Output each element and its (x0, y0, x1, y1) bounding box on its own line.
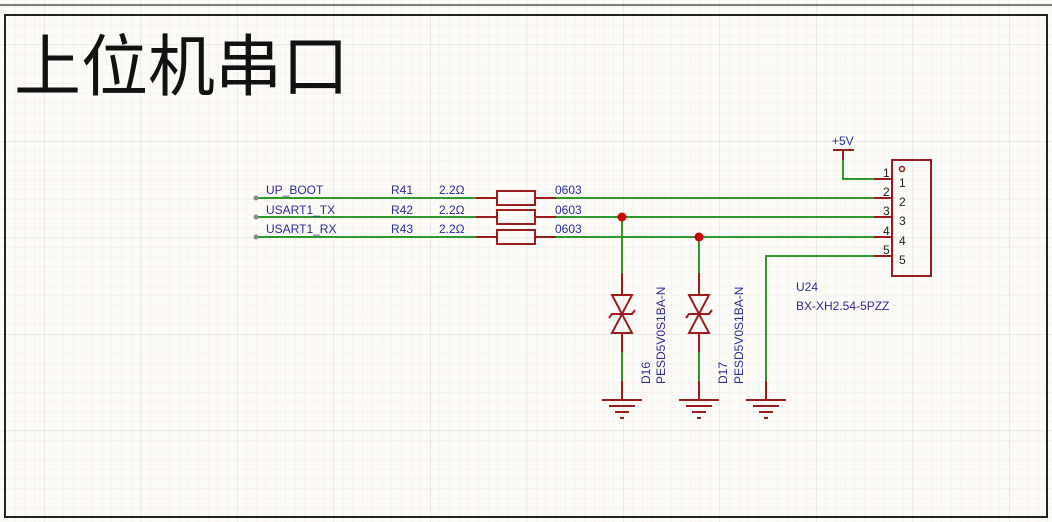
resistor-value-r41: 2.2Ω (439, 183, 465, 197)
pin-number: 1 (883, 166, 890, 180)
pin-number: 2 (883, 185, 890, 199)
pin-name: 1 (899, 176, 906, 190)
pin-name: 5 (899, 253, 906, 267)
diode-designator-d16: D16 (639, 362, 653, 384)
sheet-frame (4, 14, 1048, 518)
wire-endpoint (253, 214, 259, 220)
resistor-footprint-r42: 0603 (555, 203, 582, 217)
ground-icon[interactable] (679, 399, 719, 419)
connector-u24[interactable] (874, 159, 932, 277)
pin-name: 4 (899, 234, 906, 248)
net-wires-right (556, 158, 874, 381)
wire-5v[interactable] (842, 158, 874, 180)
pin-number: 3 (883, 204, 890, 218)
diode-d17[interactable] (685, 273, 713, 399)
pin-name: 2 (899, 195, 906, 209)
resistor-r43[interactable] (476, 229, 556, 245)
connector-designator: U24 (796, 280, 818, 294)
resistor-designator-r43: R43 (391, 222, 413, 236)
net-label-up-boot[interactable]: UP_BOOT (266, 183, 324, 197)
power-port-5v[interactable] (833, 149, 854, 160)
wire-endpoint (253, 234, 259, 240)
resistor-r41[interactable] (476, 190, 556, 206)
diode-d16[interactable] (608, 273, 636, 399)
tvs-diode-icon (687, 294, 711, 317)
diode-designator-d17: D17 (716, 362, 730, 384)
resistor-value-r43: 2.2Ω (439, 222, 465, 236)
junction-dot (617, 212, 627, 222)
resistor-value-r42: 2.2Ω (439, 203, 465, 217)
resistor-designator-r42: R42 (391, 203, 413, 217)
junction-dot (694, 232, 704, 242)
diode-part-d17: PESD5V0S1BA-N (732, 287, 746, 384)
net-label-usart1-tx[interactable]: USART1_TX (266, 203, 335, 217)
sheet-title: 上位机串口 (14, 28, 349, 106)
resistor-footprint-r43: 0603 (555, 222, 582, 236)
wire-endpoint (253, 195, 259, 201)
pin-name: 3 (899, 214, 906, 228)
power-label-5v: +5V (832, 134, 854, 148)
pin-number: 5 (883, 243, 890, 257)
net-wires-left (253, 195, 476, 240)
ground-icon[interactable] (602, 399, 642, 419)
pin-number: 4 (883, 224, 890, 238)
diode-part-d16: PESD5V0S1BA-N (654, 287, 668, 384)
resistor-designator-r41: R41 (391, 183, 413, 197)
resistor-r42[interactable] (476, 209, 556, 225)
tvs-diode-icon (610, 294, 634, 317)
ground-icon[interactable] (746, 381, 786, 419)
pin1-marker-icon (898, 165, 906, 173)
wire-gnd[interactable] (765, 255, 874, 381)
net-label-usart1-rx[interactable]: USART1_RX (266, 222, 336, 236)
connector-part: BX-XH2.54-5PZZ (796, 299, 889, 313)
resistor-footprint-r41: 0603 (555, 183, 582, 197)
